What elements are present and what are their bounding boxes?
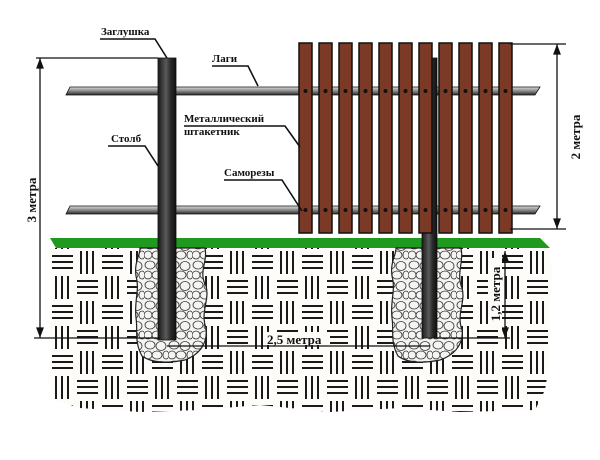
screw (423, 89, 428, 93)
screw (303, 89, 308, 93)
label-picket-line2: штакетник (184, 126, 240, 138)
screw (463, 208, 468, 212)
screw (383, 208, 388, 212)
picket (378, 42, 393, 234)
soil-area (48, 248, 552, 412)
screw (503, 208, 508, 212)
screw (323, 208, 328, 212)
dimension-lines (34, 43, 566, 347)
dim-label-bg (266, 332, 330, 345)
picket (318, 42, 333, 234)
picket (478, 42, 493, 234)
screw (403, 208, 408, 212)
picket (338, 42, 353, 234)
dimension-depth: 1,2 метра (488, 266, 503, 321)
screw (303, 208, 308, 212)
label-cap: Заглушка (101, 26, 150, 38)
screw (343, 89, 348, 93)
screw (443, 208, 448, 212)
grass-strip (50, 238, 550, 248)
screw (403, 89, 408, 93)
label-picket-line1: Металлический (184, 113, 265, 125)
leader-post (108, 145, 159, 167)
dimension-total-height: 3 метра (24, 177, 39, 222)
label-post: Столб (111, 133, 142, 145)
label-screws: Саморезы (224, 167, 275, 179)
post-left (157, 57, 177, 341)
leader-cap (100, 38, 168, 59)
screw (443, 89, 448, 93)
ground (48, 238, 552, 412)
picket (398, 42, 413, 234)
picket (418, 42, 433, 234)
screw (463, 89, 468, 93)
screw (363, 208, 368, 212)
pickets (298, 42, 513, 234)
dim-depth-bg (488, 258, 502, 330)
leader-rails (212, 65, 259, 87)
screw (323, 89, 328, 93)
picket (438, 42, 453, 234)
picket (458, 42, 473, 234)
screw (363, 89, 368, 93)
screw (423, 208, 428, 212)
dimension-post-spacing: 2,5 метра (267, 332, 322, 347)
leader-picket (184, 125, 301, 148)
label-rails: Лаги (212, 53, 238, 65)
screw (503, 89, 508, 93)
picket (298, 42, 313, 234)
screw (343, 208, 348, 212)
picket (358, 42, 373, 234)
screw (483, 208, 488, 212)
screws (303, 89, 508, 212)
screw (483, 89, 488, 93)
screw (383, 89, 388, 93)
leader-lines (100, 38, 303, 212)
leader-screws (224, 179, 303, 212)
picket (498, 42, 513, 234)
dimension-fence-height: 2 метра (568, 114, 583, 159)
